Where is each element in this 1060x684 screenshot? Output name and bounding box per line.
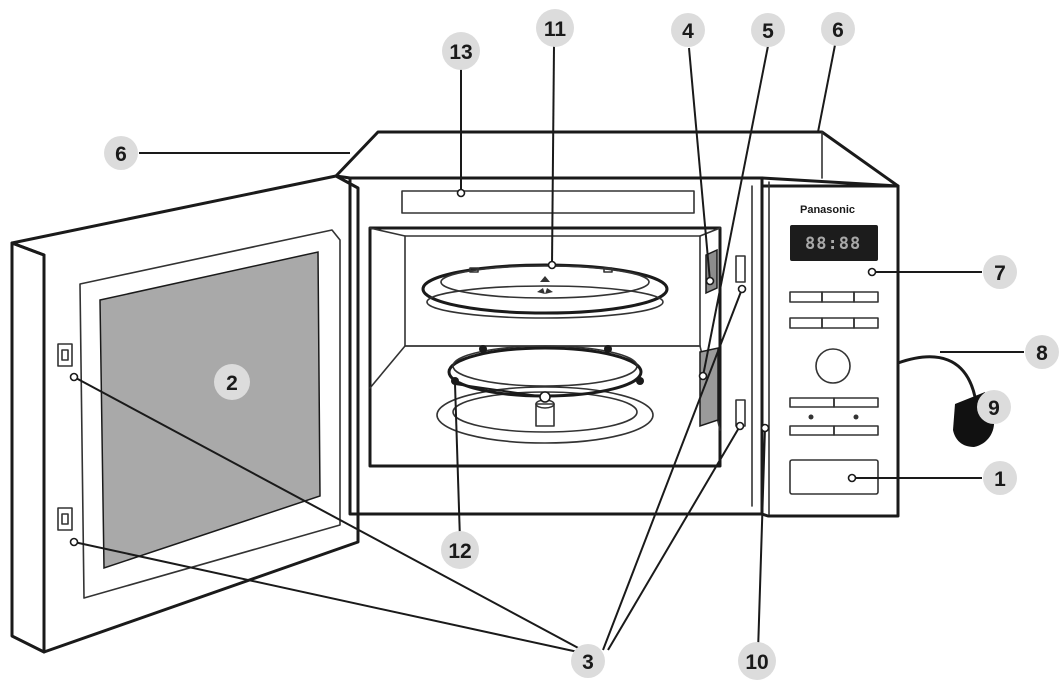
- tray-center-icon: [537, 276, 553, 294]
- svg-text:6: 6: [832, 19, 844, 42]
- oven-cavity: [368, 226, 722, 468]
- roller-ring: [436, 345, 654, 444]
- svg-text:12: 12: [448, 540, 471, 563]
- door-viewing-window: [99, 251, 321, 570]
- leader-lines: [73, 44, 1024, 653]
- door-hook-lower: [57, 507, 73, 531]
- callout-13: 13: [442, 32, 480, 70]
- svg-text:6: 6: [115, 143, 127, 166]
- svg-text:11: 11: [544, 18, 567, 41]
- callout-5: 5: [751, 13, 785, 47]
- callout-2: 2: [214, 364, 250, 400]
- callout-3: 3: [571, 644, 605, 678]
- door-side-edge: [10, 241, 46, 654]
- oven-body: [334, 130, 900, 516]
- svg-text:4: 4: [682, 20, 694, 43]
- leader-dots: [69, 188, 877, 547]
- callout-10: 10: [738, 642, 776, 680]
- callout-9: 9: [977, 390, 1011, 424]
- latch-hole-upper: [735, 255, 746, 283]
- svg-text:13: 13: [449, 41, 472, 64]
- svg-text:3: 3: [582, 651, 594, 674]
- callout-6-left: 6: [104, 136, 138, 170]
- control-button-rows: [789, 291, 879, 436]
- svg-text:7: 7: [994, 262, 1006, 285]
- grill-heater-strip: [401, 190, 695, 214]
- callout-11: 11: [536, 9, 574, 47]
- display-readout: 88:88: [805, 234, 861, 254]
- svg-text:8: 8: [1036, 342, 1048, 365]
- control-dial: [815, 348, 851, 384]
- callouts: 1 2 3 4 5 6 6 7: [104, 9, 1059, 680]
- callout-1: 1: [983, 461, 1017, 495]
- control-panel: Panasonic 88:88: [760, 176, 900, 518]
- plus-icon: [808, 414, 814, 420]
- svg-text:5: 5: [762, 20, 774, 43]
- start-icon: [853, 414, 859, 420]
- callout-6-right: 6: [821, 12, 855, 46]
- cavity-floor-ellipse: [436, 386, 654, 444]
- svg-text:1: 1: [994, 468, 1006, 491]
- callout-12: 12: [441, 531, 479, 569]
- brand-label: Panasonic: [800, 204, 855, 216]
- glass-tray: [421, 263, 669, 319]
- door-front-panel: [10, 174, 360, 654]
- digital-display: [790, 225, 878, 261]
- svg-text:9: 9: [988, 397, 1000, 420]
- oven-door: [10, 174, 360, 654]
- callout-8: 8: [1025, 335, 1059, 369]
- svg-text:10: 10: [745, 651, 768, 674]
- svg-text:2: 2: [226, 372, 238, 395]
- door-inner-frame: [79, 229, 341, 599]
- callout-4: 4: [671, 13, 705, 47]
- door-hook-upper: [57, 343, 73, 367]
- callout-7: 7: [983, 255, 1017, 289]
